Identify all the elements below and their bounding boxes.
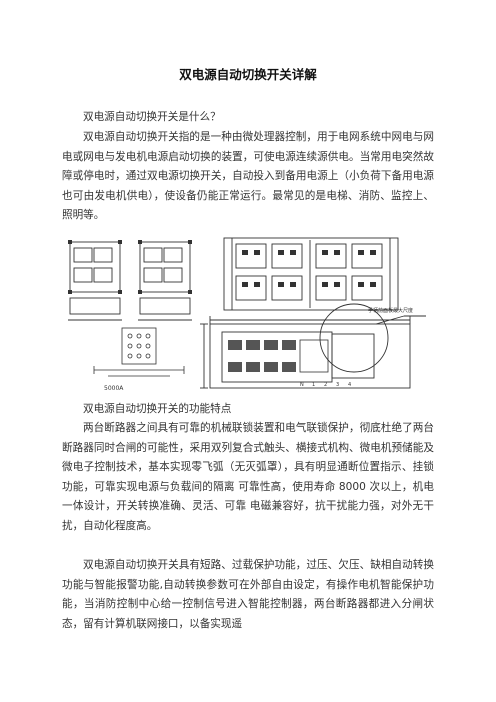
switch-dimension-drawing: 5000A: [68, 237, 426, 392]
technical-drawing-figure: 5000A: [64, 236, 430, 396]
left-panel-drawing: [68, 241, 192, 321]
feature-paragraph: 两台断路器之间具有可靠的机械联锁装置和电气联锁保护，彻底杜绝了两台断路器同时合闸…: [62, 422, 434, 532]
terminal-label-1: 1: [312, 382, 315, 388]
terminal-label-n: N: [300, 382, 304, 388]
feature-heading: 双电源自动切换开关的功能特点: [83, 403, 232, 415]
terminal-label-4: 4: [348, 382, 351, 388]
right-top-view: [223, 237, 399, 311]
document-title: 双电源自动切换开关详解: [179, 67, 317, 82]
terminal-blocks: [228, 339, 329, 373]
callout-label: 手柄前面板最大尺度: [368, 307, 413, 314]
mounting-hole-pattern: [93, 327, 185, 377]
intro-paragraph: 双电源自动切换开关指的是一种由微处理器控制，用于电网系统中网电与网电或网电与发电…: [62, 131, 434, 222]
question-heading: 双电源自动切换开关是什么？: [83, 111, 221, 123]
right-front-view: [200, 303, 426, 389]
protection-paragraph: 双电源自动切换开关具有短路、过载保护功能，过压、欠压、缺相自动转换功能与智能报警…: [62, 559, 434, 630]
terminal-label-2: 2: [324, 382, 327, 388]
left-dim-label: 5000A: [104, 385, 124, 392]
terminal-label-3: 3: [336, 382, 339, 388]
